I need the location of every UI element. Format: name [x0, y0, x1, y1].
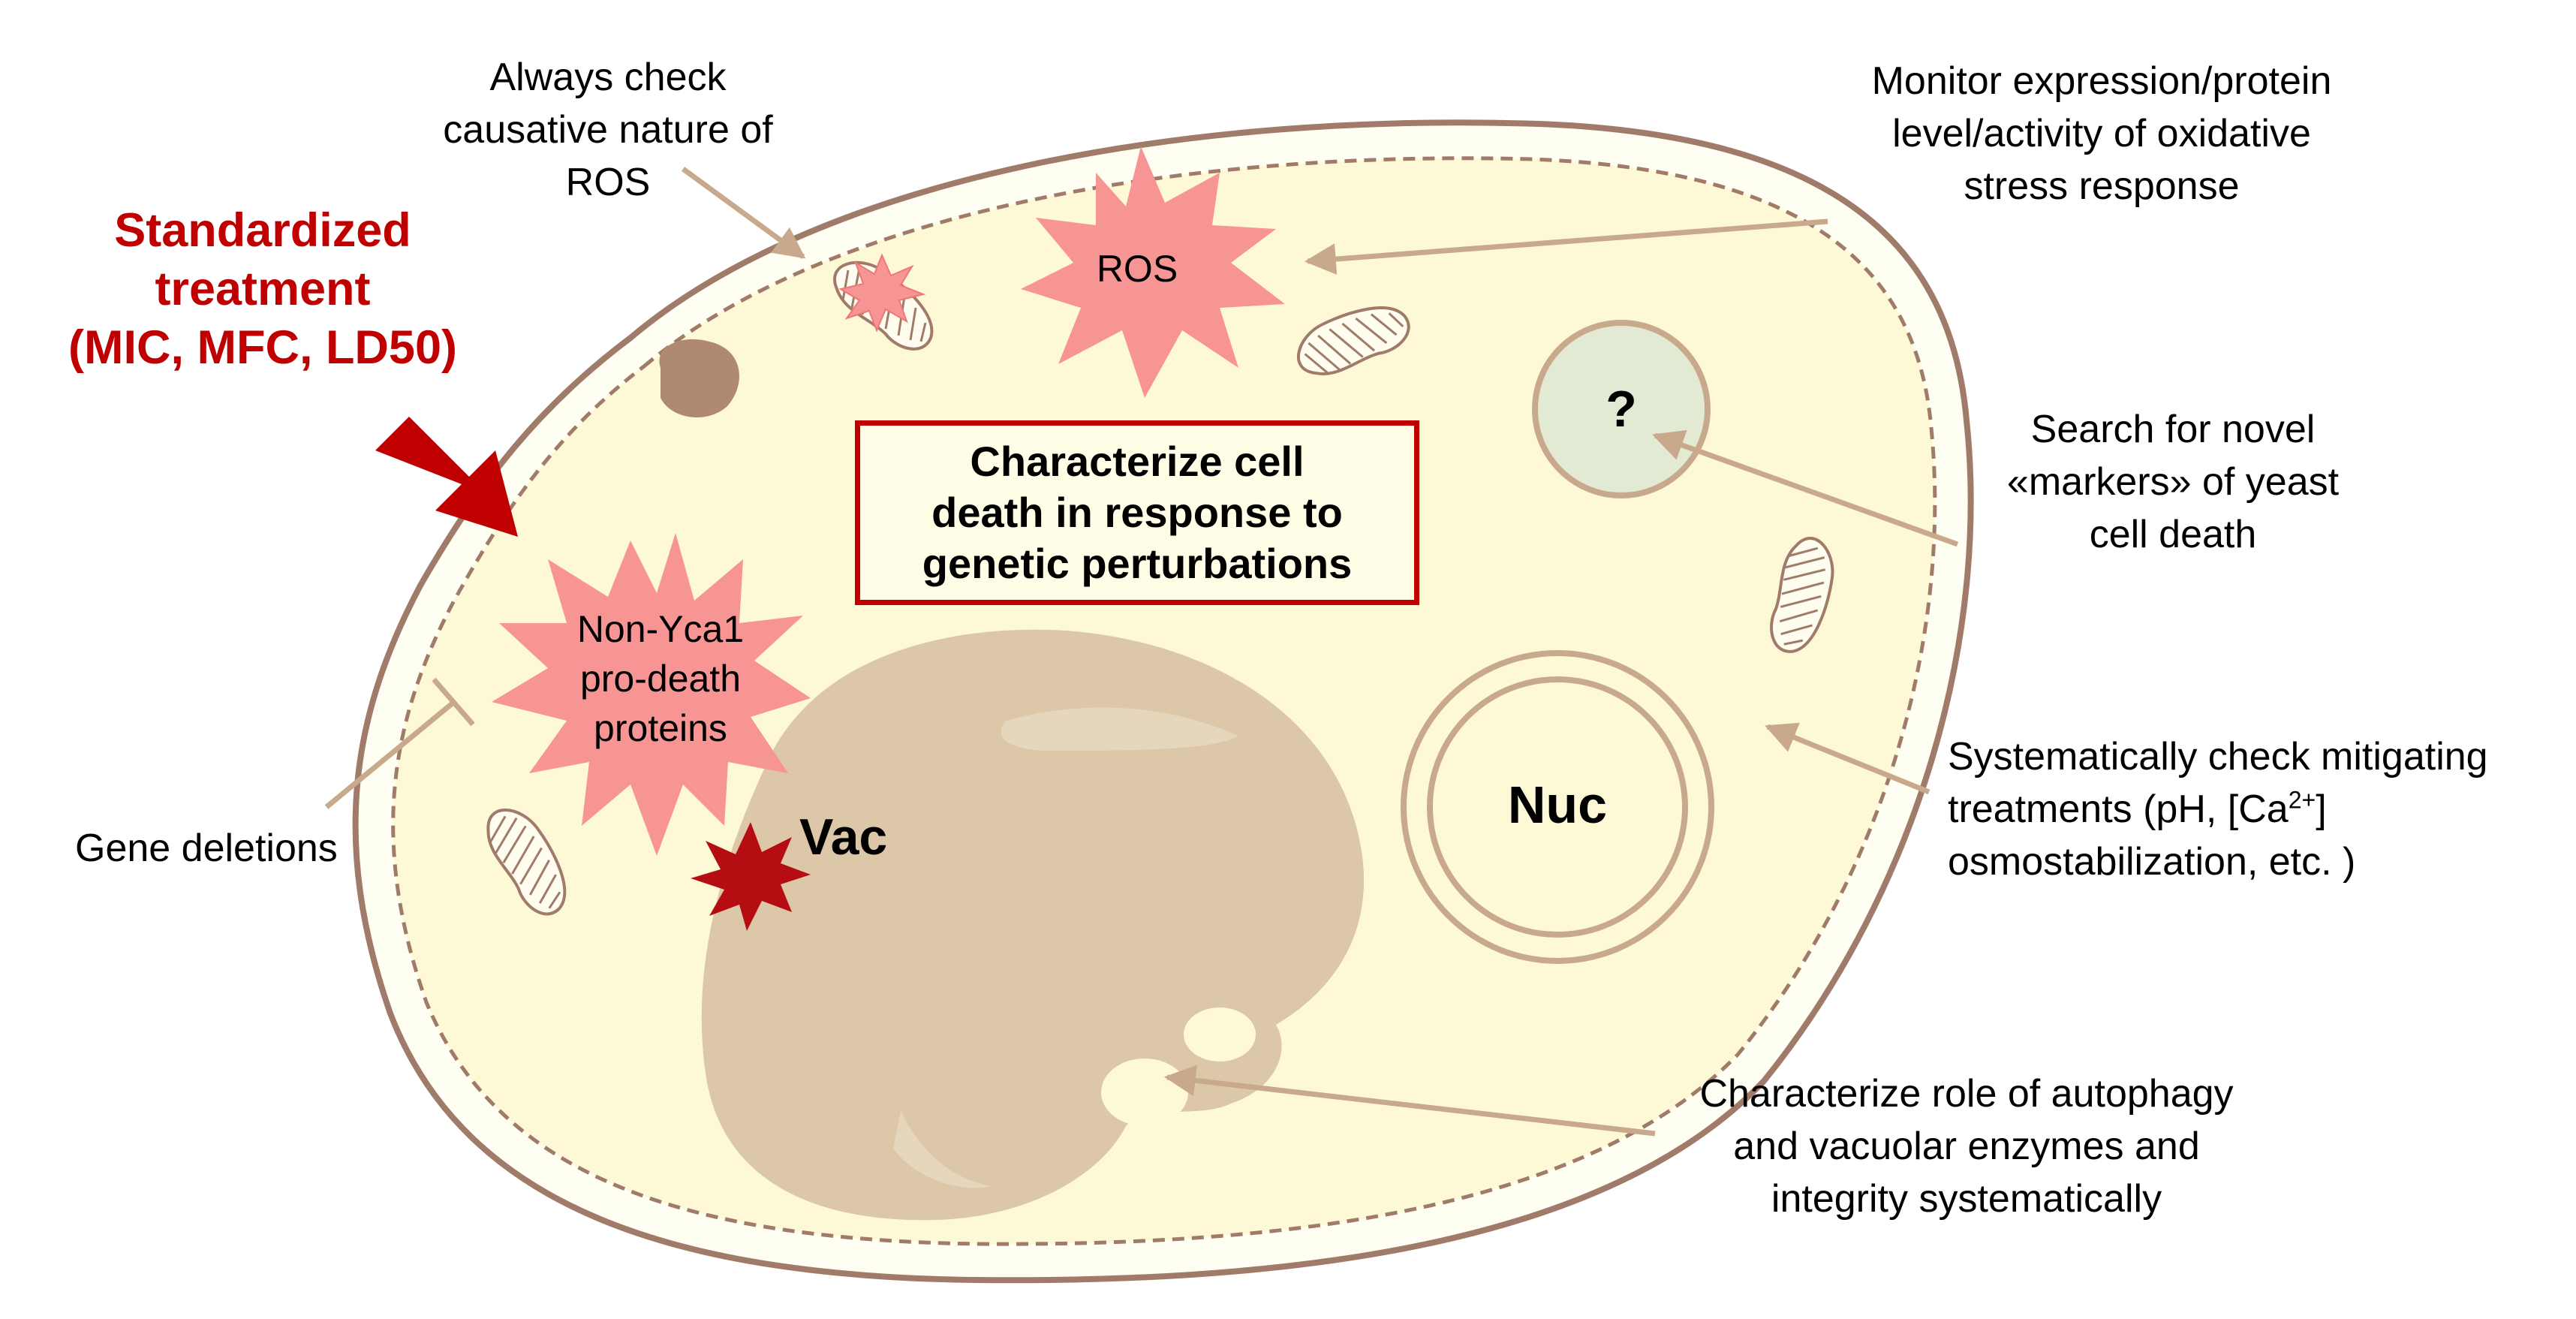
brown-organelle: [659, 339, 739, 418]
unknown-marker-label: ?: [1605, 381, 1637, 438]
annotation-mitigating: Systematically check mitigating treatmen…: [1948, 730, 2571, 888]
treatment-label: Standardized treatment (MIC, MFC, LD50): [30, 201, 495, 377]
nucleus: [1401, 650, 1714, 964]
arrow-oxidative: [1304, 218, 1828, 276]
markers-line-2: «markers» of yeast: [2006, 460, 2340, 504]
treatment-line-2: treatment: [155, 263, 371, 315]
central-goal-box: Characterize cell death in response to g…: [855, 420, 1419, 605]
autophagy-line-3: integrity systematically: [1771, 1177, 2162, 1221]
mitigating-line-2-post: ]: [2316, 787, 2327, 831]
ros-label: ROS: [1096, 248, 1178, 290]
oxidative-line-2: level/activity of oxidative: [1892, 112, 2311, 155]
pro-death-line-3: proteins: [594, 707, 727, 749]
mitigating-line-2: treatments (pH, [Ca2+]: [1948, 783, 2571, 836]
mitigating-line-2-pre: treatments (pH, [Ca: [1948, 787, 2289, 831]
nucleus-label: Nuc: [1507, 775, 1608, 834]
mito-ros-star: [838, 253, 926, 333]
treatment-arrow: [375, 417, 518, 537]
vacuole-damage-star: [691, 822, 811, 931]
annotation-ros-causative: Always check causative nature of ROS: [405, 51, 811, 209]
ros-causative-line-1: Always check: [489, 56, 727, 99]
annotation-oxidative: Monitor expression/protein level/activit…: [1809, 55, 2394, 212]
pro-death-line-2: pro-death: [579, 658, 742, 700]
mitigating-line-1: Systematically check mitigating: [1948, 735, 2488, 778]
markers-line-1: Search for novel: [2030, 408, 2316, 451]
central-goal-line-1: Characterize cell: [970, 438, 1305, 485]
central-goal-line-3: genetic perturbations: [922, 540, 1353, 587]
vacuole: [701, 629, 1365, 1221]
pro-death-label: Non-Yca1 pro-death proteins: [518, 604, 803, 753]
autophagy-line-1: Characterize role of autophagy: [1699, 1072, 2234, 1116]
autophagy-line-2: and vacuolar enzymes and: [1733, 1125, 2200, 1168]
ros-causative-line-3: ROS: [565, 161, 651, 204]
annotation-gene-deletions: Gene deletions: [75, 827, 338, 870]
arrow-ros-causative: [681, 167, 806, 259]
inhibition-line: [324, 700, 456, 809]
arrow-markers: [1652, 430, 1959, 547]
ros-star: [1021, 146, 1285, 398]
mitigating-line-3: osmostabilization, etc. ): [1948, 840, 2356, 884]
treatment-line-1: Standardized: [114, 204, 411, 257]
pro-death-star: [492, 533, 811, 856]
oxidative-line-3: stress response: [1964, 164, 2240, 208]
oxidative-line-1: Monitor expression/protein: [1871, 59, 2332, 103]
autophagic-body: [1101, 1059, 1188, 1126]
treatment-line-3: (MIC, MFC, LD50): [68, 321, 457, 374]
annotation-autophagy: Characterize role of autophagy and vacuo…: [1636, 1068, 2297, 1225]
inhibition-bar: [432, 677, 475, 727]
ros-causative-line-2: causative nature of: [443, 108, 773, 152]
calcium-superscript: 2+: [2288, 786, 2316, 814]
annotation-markers: Search for novel «markers» of yeast cell…: [1967, 403, 2379, 561]
vacuole-label: Vac: [799, 809, 888, 866]
arrow-mitigating: [1765, 722, 1930, 795]
arrow-autophagy: [1163, 1065, 1656, 1137]
central-goal-line-2: death in response to: [931, 489, 1343, 536]
markers-line-3: cell death: [2089, 513, 2257, 556]
pro-death-line-1: Non-Yca1: [576, 608, 745, 650]
